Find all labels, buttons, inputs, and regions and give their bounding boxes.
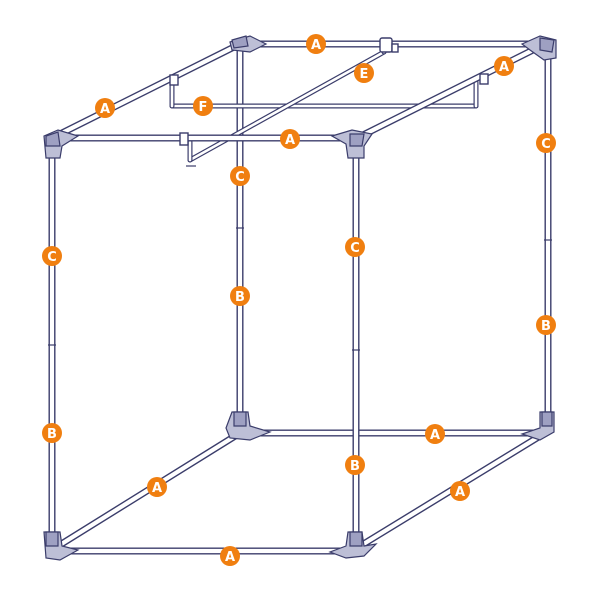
label-crossbar-f: F (193, 96, 213, 116)
joint-top-back-right (520, 35, 557, 61)
pole-front-right (352, 141, 360, 544)
clip-front-1 (179, 132, 189, 146)
bar-top-left (48, 40, 244, 142)
label-bottom-front: A (220, 546, 240, 566)
svg-text:A: A (311, 38, 321, 53)
svg-text:A: A (455, 485, 465, 500)
label-bottom-back: A (425, 424, 445, 444)
svg-text:B: B (350, 459, 360, 474)
svg-text:C: C (47, 250, 57, 265)
label-front-right-lower: B (345, 455, 365, 475)
svg-text:A: A (499, 60, 509, 75)
label-crossbar-e: E (354, 63, 374, 83)
joint-top-back-left (229, 35, 268, 53)
svg-text:A: A (152, 481, 162, 496)
svg-text:A: A (225, 550, 235, 565)
label-top-front: A (280, 129, 300, 149)
svg-text:A: A (430, 428, 440, 443)
label-front-right-upper: C (345, 237, 365, 257)
label-mid-back-upper: C (230, 166, 250, 186)
joint-bottom-back-right (520, 411, 555, 441)
svg-text:C: C (541, 137, 551, 152)
label-mid-back-lower: B (230, 286, 250, 306)
clip-left (169, 74, 179, 86)
svg-text:E: E (360, 67, 369, 82)
svg-text:A: A (100, 102, 110, 117)
clip-right (479, 73, 489, 85)
crossbar-e (186, 37, 399, 167)
label-bottom-right: A (450, 481, 470, 501)
label-front-left-lower: B (42, 423, 62, 443)
label-front-left-upper: C (42, 246, 62, 266)
svg-text:A: A (285, 133, 295, 148)
svg-text:C: C (350, 241, 360, 256)
svg-text:F: F (199, 100, 208, 115)
joint-bottom-front-left (43, 531, 80, 561)
joint-top-front-left (43, 129, 80, 159)
bar-bottom-left (51, 429, 244, 552)
pole-back-right (544, 46, 552, 424)
pole-front-left (48, 141, 56, 544)
label-back-right-lower: B (536, 315, 556, 335)
label-back-right-upper: C (536, 133, 556, 153)
svg-text:B: B (47, 427, 57, 442)
label-top-back: A (306, 34, 326, 54)
label-top-left: A (95, 98, 115, 118)
label-top-right: A (494, 56, 514, 76)
label-bottom-left: A (147, 477, 167, 497)
pole-mid-back (236, 46, 244, 424)
bar-top-right (353, 40, 549, 142)
svg-text:C: C (235, 170, 245, 185)
joint-bottom-back-left (225, 411, 272, 441)
svg-text:B: B (541, 319, 551, 334)
joint-bottom-front-right (328, 531, 378, 559)
svg-text:B: B (235, 290, 245, 305)
joint-top-front-right (330, 129, 373, 159)
